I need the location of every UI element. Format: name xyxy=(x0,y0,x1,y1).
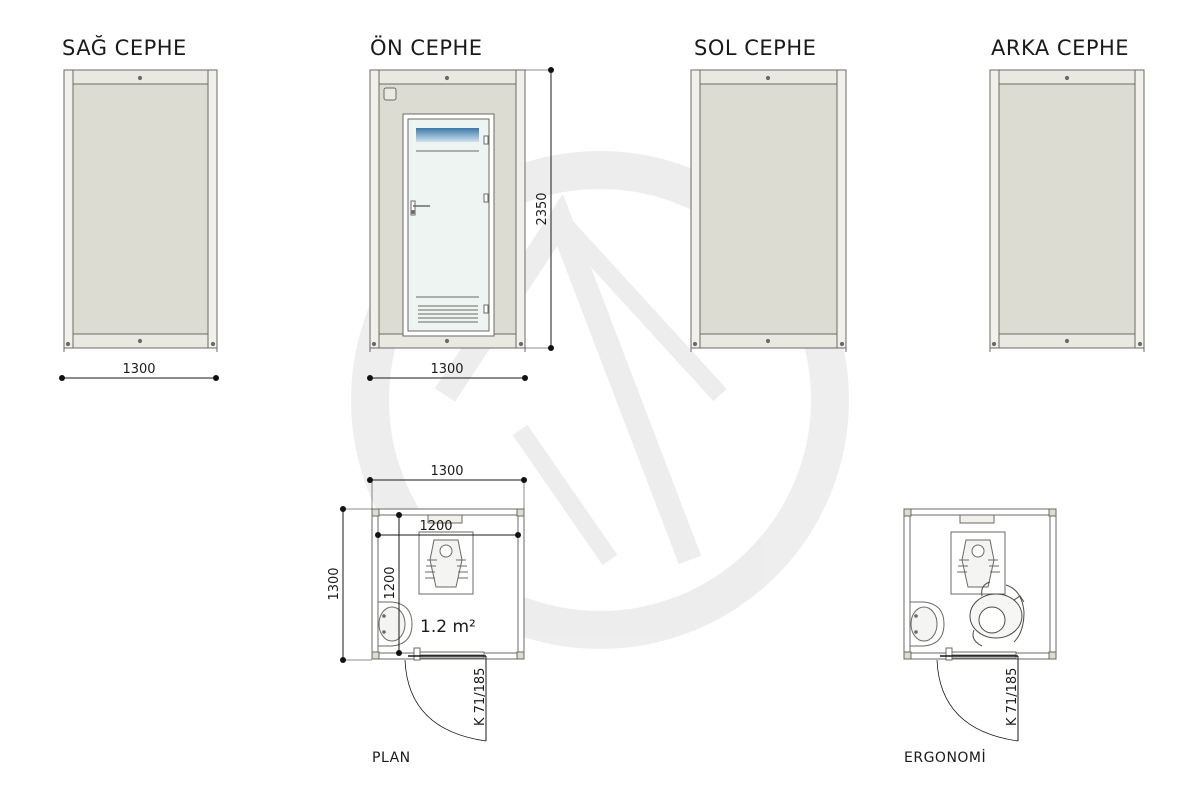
front-height-dimension: 2350 xyxy=(525,67,554,351)
person-figure-icon xyxy=(969,581,1025,647)
door-vent-louvres xyxy=(418,305,478,323)
ergonomics-caption: ERGONOMİ xyxy=(904,750,987,766)
plan-width-dimension: 1300 xyxy=(367,464,527,509)
left-elevation-title: SOL CEPHE xyxy=(694,36,817,60)
flush-tank-icon xyxy=(959,514,995,524)
front-width-label: 1300 xyxy=(430,362,463,377)
squat-toilet-icon xyxy=(418,531,474,595)
door-handle-icon xyxy=(410,200,430,216)
front-width-dimension: 1300 xyxy=(367,362,528,381)
left-elevation xyxy=(690,69,847,352)
flush-tank-icon xyxy=(427,514,463,524)
plan-depth-label: 1300 xyxy=(327,567,342,600)
front-door xyxy=(402,113,495,337)
vent-box-icon xyxy=(383,87,397,101)
plan-caption: PLAN xyxy=(372,750,411,766)
right-width-label: 1300 xyxy=(122,362,155,377)
door-hinge-icon xyxy=(483,135,489,145)
ergonomics-view xyxy=(903,508,1057,742)
plan-inner-depth-dimension: 1200 xyxy=(383,512,402,656)
door-hinge-icon xyxy=(483,304,489,314)
door-transom-glass xyxy=(416,128,479,142)
plan-area-label: 1.2 m² xyxy=(420,617,476,637)
plan-door-code-label: K 71/185 xyxy=(473,668,488,726)
plan-depth-dimension: 1300 xyxy=(327,506,372,663)
plan-inner-depth-label: 1200 xyxy=(383,566,398,599)
ergonomics-door-code-label: K 71/185 xyxy=(1005,668,1020,726)
door-hinge-icon xyxy=(483,193,489,203)
right-elevation xyxy=(63,69,218,352)
right-elevation-title: SAĞ CEPHE xyxy=(62,36,187,60)
plan-width-label: 1300 xyxy=(430,464,463,479)
front-height-label: 2350 xyxy=(535,192,550,225)
watermark-logo xyxy=(351,151,849,649)
washbasin-icon xyxy=(377,601,413,647)
front-elevation-title: ÖN CEPHE xyxy=(370,36,483,60)
door-swing-icon xyxy=(404,647,487,742)
back-elevation-title: ARKA CEPHE xyxy=(991,36,1130,60)
back-elevation xyxy=(989,69,1145,352)
washbasin-icon xyxy=(909,601,945,647)
squat-toilet-icon xyxy=(950,531,1006,595)
right-width-dimension: 1300 xyxy=(59,362,219,381)
plan-view xyxy=(371,508,525,742)
door-swing-icon xyxy=(936,647,1019,742)
plan-inner-width-dimension: 1200 xyxy=(375,519,521,538)
plan-inner-width-label: 1200 xyxy=(419,519,452,534)
